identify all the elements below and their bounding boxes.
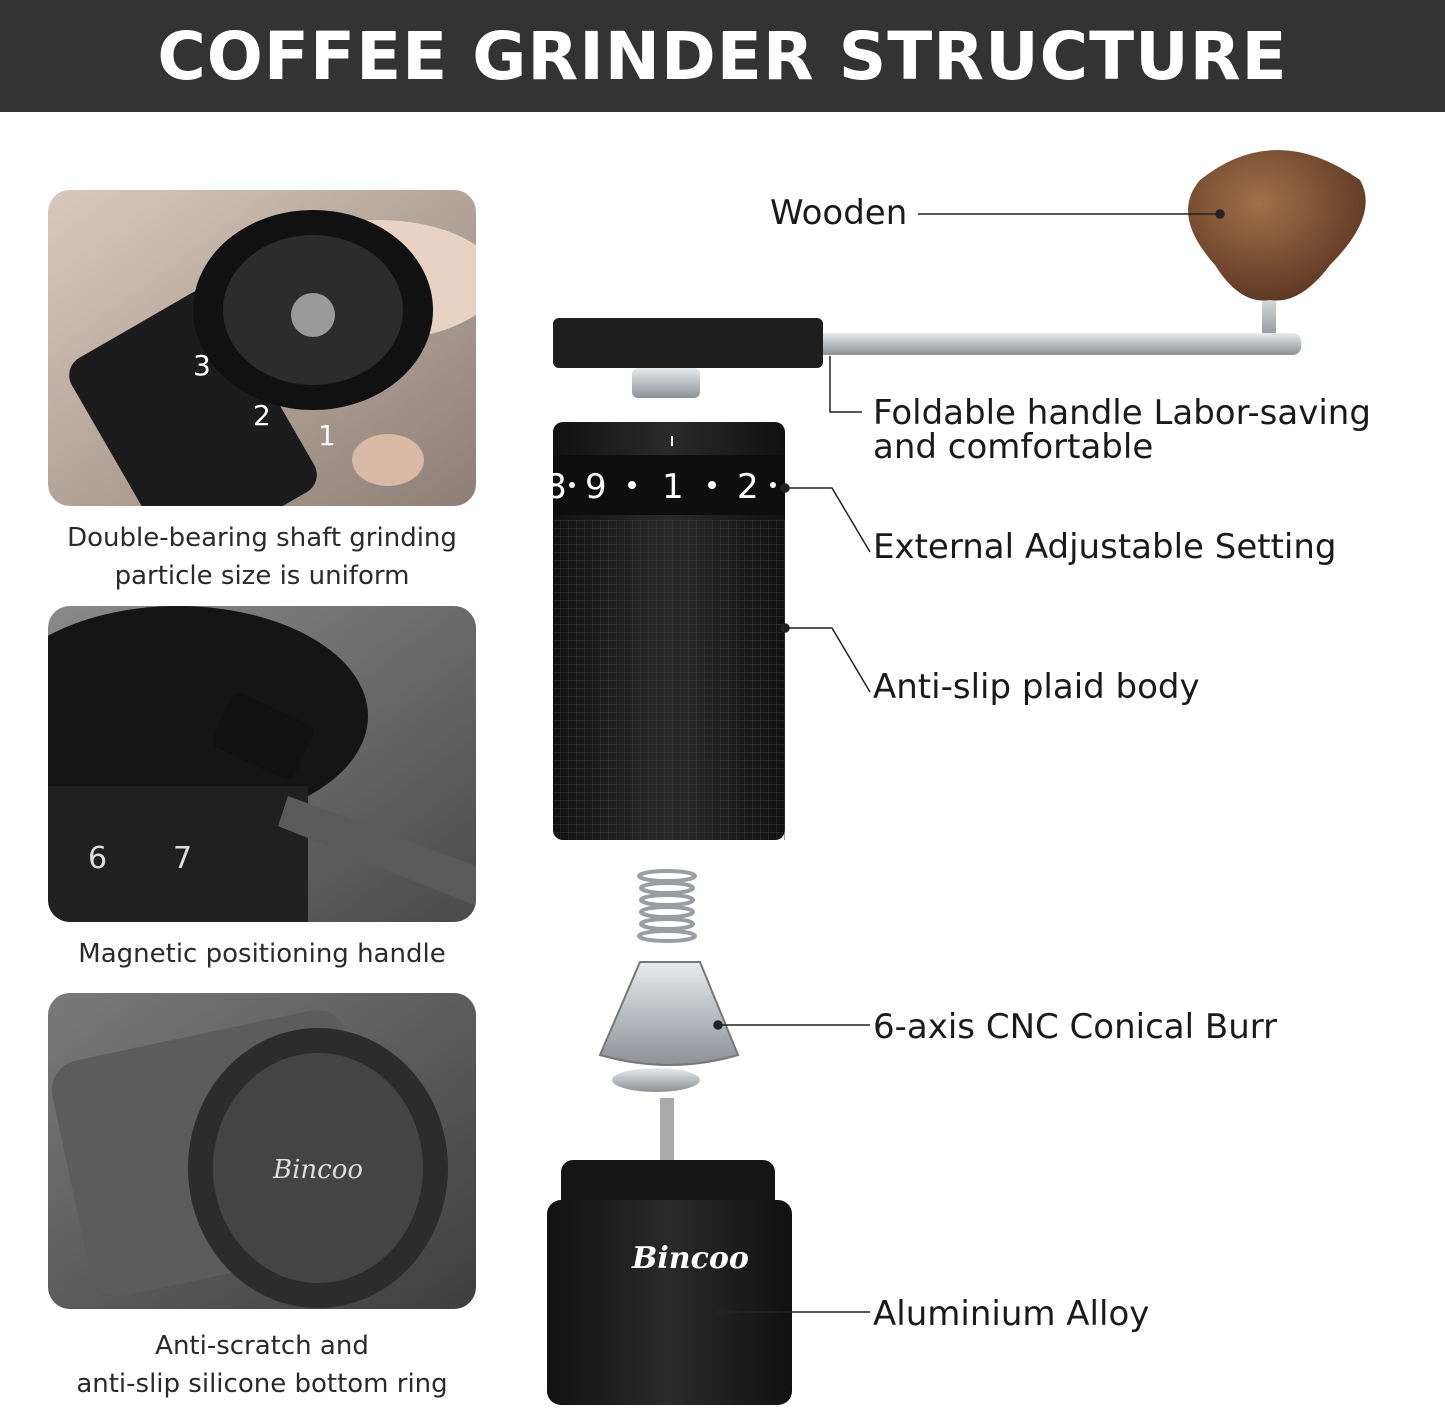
dial-number: 8: [545, 467, 567, 507]
caption-line: anti-slip silicone bottom ring: [76, 1369, 448, 1399]
header-banner: COFFEE GRINDER STRUCTURE: [0, 0, 1445, 112]
label-body: Anti-slip plaid body: [873, 667, 1200, 707]
caption-bottom-ring: Anti-scratch and anti-slip silicone bott…: [40, 1327, 484, 1403]
logo-bincoo: Bincoo: [631, 1241, 749, 1276]
page-title: COFFEE GRINDER STRUCTURE: [157, 17, 1288, 95]
photo-dial-1: 1: [318, 419, 336, 452]
dial-number: 1: [662, 467, 684, 507]
label-cup: Aluminium Alloy: [873, 1294, 1150, 1334]
photo-bottom-ring: Bincoo: [48, 993, 476, 1309]
photo-dial-6: 6: [88, 841, 107, 876]
label-burr: 6-axis CNC Conical Burr: [873, 1007, 1278, 1047]
photo-dial-3: 3: [193, 349, 211, 382]
conical-burr: [598, 961, 740, 1066]
caption-line: Anti-scratch and: [155, 1331, 369, 1361]
catch-cup: Bincoo: [547, 1160, 792, 1405]
caption-magnetic-handle: Magnetic positioning handle: [40, 935, 484, 973]
dial-number: 2: [737, 467, 759, 507]
folding-handle-arm: [815, 333, 1301, 355]
photo-magnetic-handle: 6 7: [48, 606, 476, 922]
leader-body: [785, 627, 871, 693]
label-wooden: Wooden: [770, 193, 908, 233]
dial-ring: 8 9 1 2: [545, 467, 776, 507]
label-setting: External Adjustable Setting: [873, 527, 1337, 567]
label-handle-line2: and comfortable: [873, 427, 1154, 467]
caption-line: particle size is uniform: [114, 561, 410, 591]
top-cap: [553, 318, 823, 368]
label-handle-line1: Foldable handle Labor-saving: [873, 393, 1371, 433]
dial-number: 9: [585, 467, 607, 507]
leader-lines: [713, 209, 1225, 1317]
leader-handle: [829, 356, 862, 413]
photo-dial-2: 2: [253, 399, 271, 432]
logo-bincoo-photo: Bincoo: [272, 1155, 363, 1185]
caption-double-bearing: Double-bearing shaft grinding particle s…: [40, 519, 484, 595]
leader-setting: [785, 487, 871, 553]
bearing: [632, 368, 700, 398]
photo-dial-7: 7: [173, 841, 192, 876]
photo-double-bearing: 3 2 1: [48, 190, 476, 506]
washer: [612, 1068, 700, 1092]
caption-line: Double-bearing shaft grinding: [67, 523, 457, 553]
caption-line: Magnetic positioning handle: [78, 939, 446, 969]
screw: [660, 1098, 674, 1160]
grinder-body: [553, 422, 785, 840]
spring: [637, 869, 697, 943]
wooden-knob: [1188, 150, 1366, 340]
